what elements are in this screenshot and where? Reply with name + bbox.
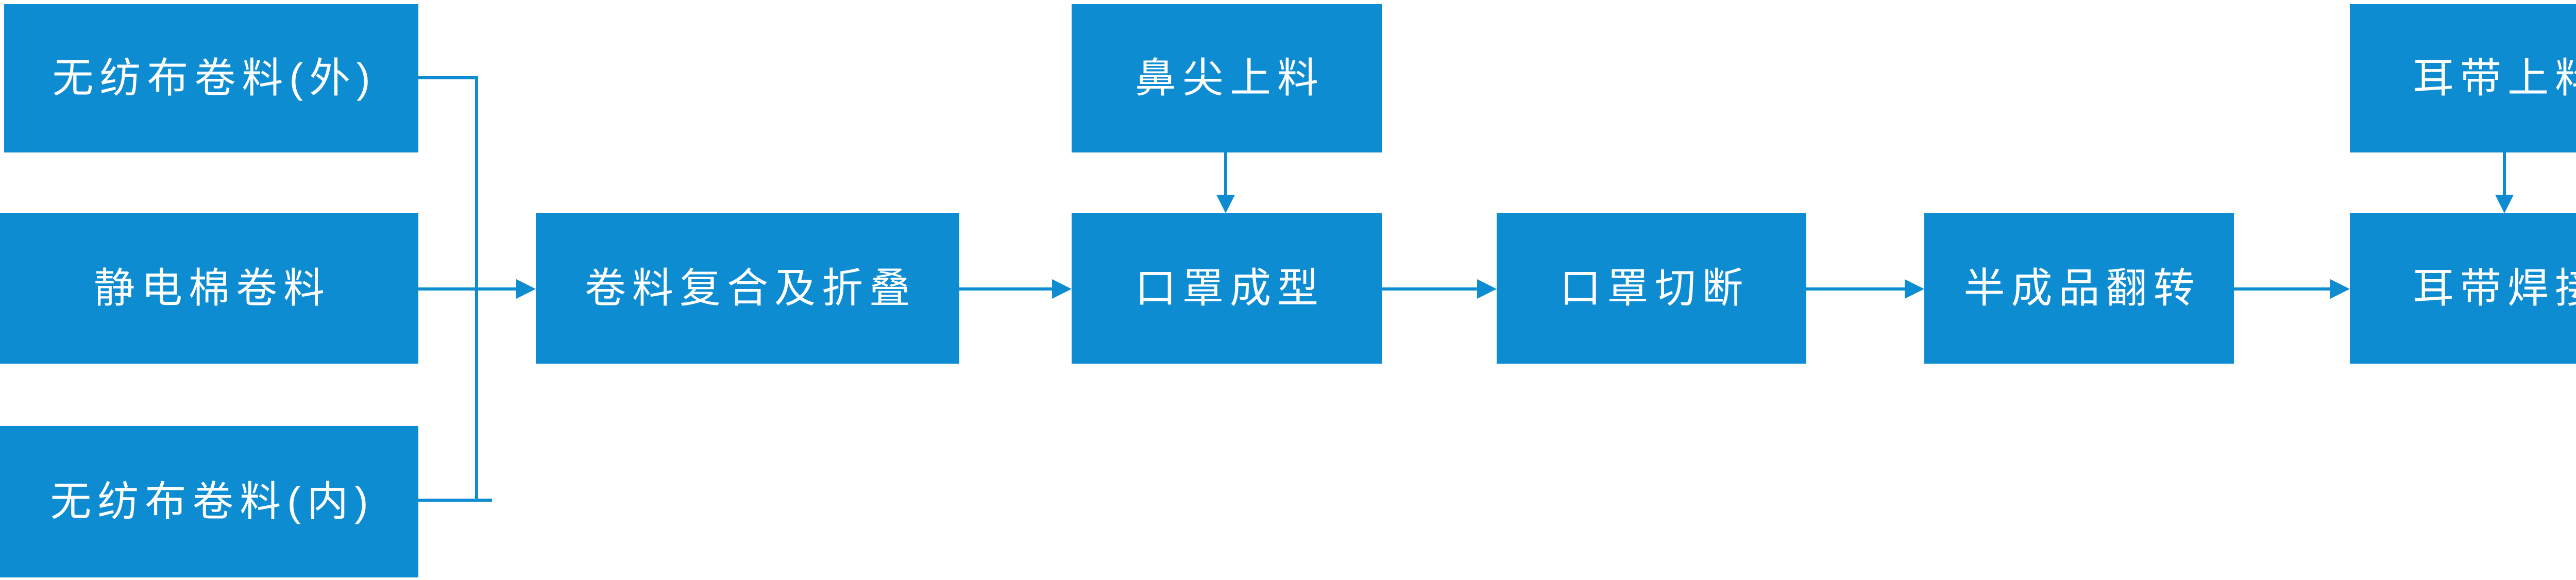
node-laminate-and-fold-label: 卷料复合及折叠: [585, 265, 917, 311]
node-earloop-feed-label: 耳带上料: [2413, 55, 2576, 101]
node-outer-nonwoven-roll: 无纺布卷料(外): [4, 4, 418, 152]
node-semi-finished-flip-label: 半成品翻转: [1963, 265, 2201, 311]
node-mask-forming-label: 口罩成型: [1135, 265, 1325, 311]
arrowhead-into-forming: [1052, 279, 1072, 299]
node-earloop-welding-label: 耳带焊接: [2413, 265, 2576, 311]
node-semi-finished-flip: 半成品翻转: [1924, 213, 2234, 364]
node-inner-nonwoven-roll-label: 无纺布卷料(内): [50, 479, 375, 524]
node-mask-cutting-label: 口罩切断: [1560, 265, 1750, 311]
node-outer-nonwoven-roll-label: 无纺布卷料(外): [52, 55, 377, 101]
node-mask-forming: 口罩成型: [1072, 213, 1382, 364]
arrowhead-into-welding: [2330, 279, 2350, 299]
node-mask-cutting: 口罩切断: [1497, 213, 1806, 364]
node-laminate-and-fold: 卷料复合及折叠: [536, 213, 959, 364]
arrowhead-into-cutting: [1477, 279, 1497, 299]
node-earloop-welding: 耳带焊接: [2350, 213, 2576, 364]
node-nose-wire-feed-label: 鼻尖上料: [1135, 55, 1325, 101]
node-static-cotton-roll: 静电棉卷料: [0, 213, 418, 364]
node-static-cotton-roll-label: 静电棉卷料: [94, 265, 331, 311]
node-earloop-feed: 耳带上料: [2350, 4, 2576, 152]
arrowhead-down-into-forming: [1216, 195, 1235, 213]
node-nose-wire-feed: 鼻尖上料: [1072, 4, 1382, 152]
arrowhead-down-into-welding: [2495, 195, 2514, 213]
arrowhead-into-flip: [1905, 279, 1924, 299]
arrowhead-into-laminate: [516, 279, 536, 299]
node-inner-nonwoven-roll: 无纺布卷料(内): [0, 426, 418, 577]
